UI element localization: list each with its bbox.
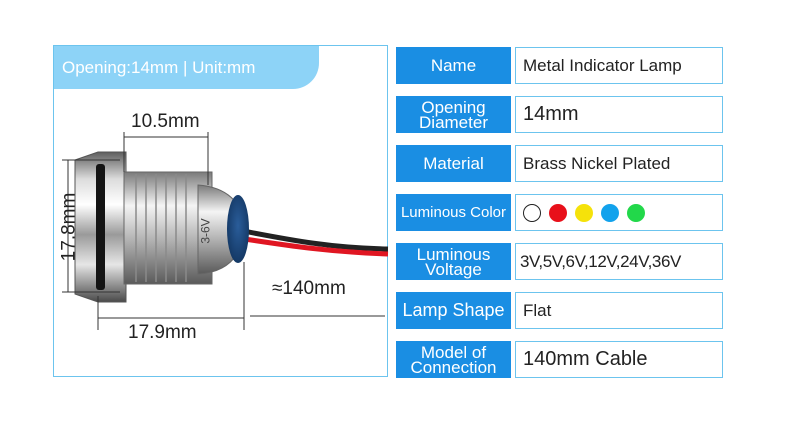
color-swatch-yellow	[575, 203, 593, 222]
color-swatch-white	[523, 203, 541, 222]
dimension-cable-length: ≈140mm	[272, 278, 346, 299]
dimension-bottom-width: 17.9mm	[128, 322, 197, 343]
spec-value-luminous-color	[515, 194, 723, 231]
color-swatch-red	[549, 203, 567, 222]
spec-label-material: Material	[396, 145, 511, 182]
dimension-height: 17.8mm	[58, 192, 80, 262]
spec-value-connection: 140mm Cable	[515, 341, 723, 378]
lamp-voltage-marking: 3-6V	[198, 218, 213, 244]
color-swatch-blue	[601, 203, 619, 222]
spec-row-opening-diameter: Opening Diameter 14mm	[396, 96, 723, 133]
spec-value-opening-diameter: 14mm	[515, 96, 723, 133]
spec-value-luminous-voltage: 3V,5V,6V,12V,24V,36V	[515, 243, 723, 280]
opening-unit-tab: Opening:14mm | Unit:mm	[54, 46, 319, 89]
spec-row-luminous-voltage: Luminous Voltage 3V,5V,6V,12V,24V,36V	[396, 243, 723, 280]
spec-row-luminous-color: Luminous Color	[396, 194, 723, 231]
spec-row-name: Name Metal Indicator Lamp	[396, 47, 723, 84]
spec-label-luminous-color: Luminous Color	[396, 194, 511, 231]
spec-value-material: Brass Nickel Plated	[515, 145, 723, 182]
spec-label-connection: Model of Connection	[396, 341, 511, 378]
spec-label-luminous-voltage: Luminous Voltage	[396, 243, 511, 280]
color-swatch-green	[627, 203, 645, 222]
spec-label-lamp-shape: Lamp Shape	[396, 292, 511, 329]
spec-row-material: Material Brass Nickel Plated	[396, 145, 723, 182]
spec-label-opening-diameter: Opening Diameter	[396, 96, 511, 133]
spec-value-lamp-shape: Flat	[515, 292, 723, 329]
spec-label-name: Name	[396, 47, 511, 84]
product-image-panel: Opening:14mm | Unit:mm	[53, 45, 388, 377]
spec-row-lamp-shape: Lamp Shape Flat	[396, 292, 723, 329]
color-swatches	[523, 203, 645, 222]
spec-row-connection: Model of Connection 140mm Cable	[396, 341, 723, 378]
dimension-top-width: 10.5mm	[131, 111, 200, 132]
spec-value-name: Metal Indicator Lamp	[515, 47, 723, 84]
